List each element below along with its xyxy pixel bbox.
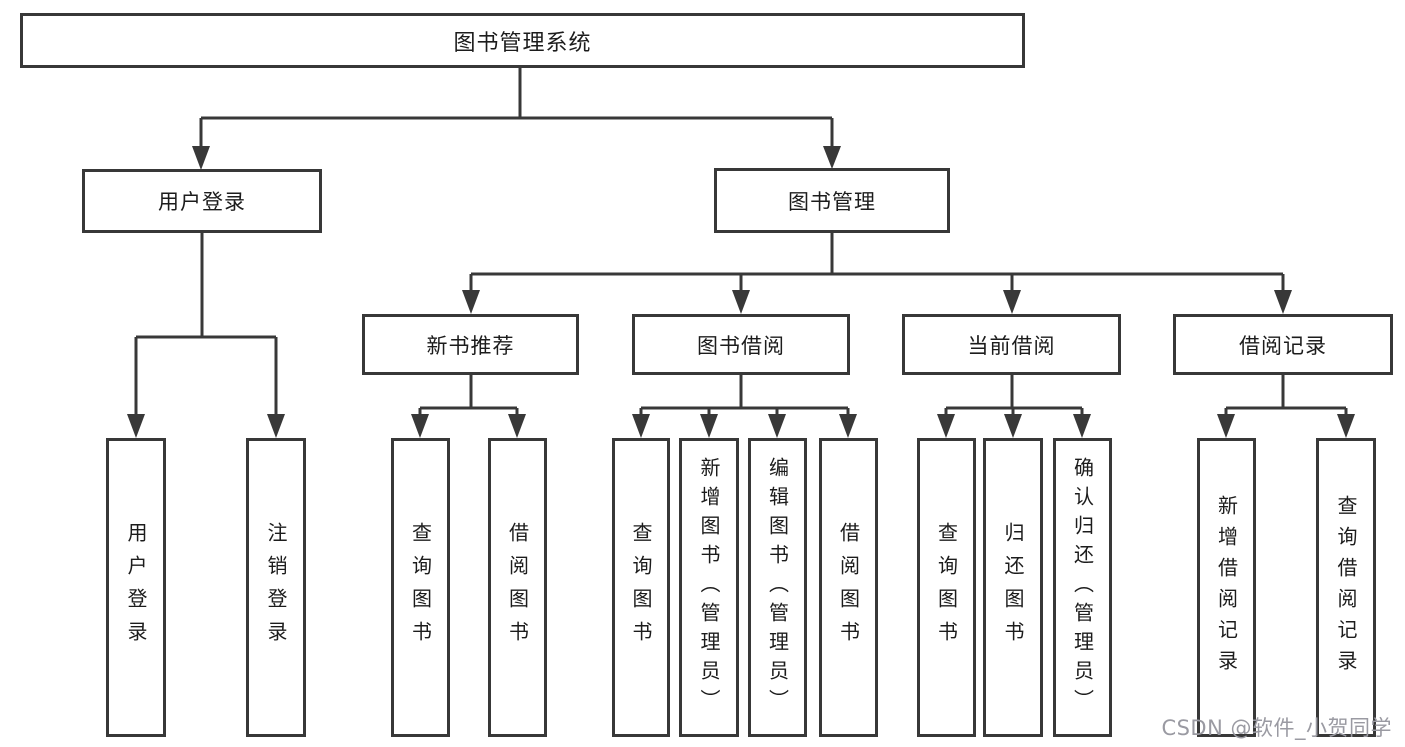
node-new-books: 新书推荐: [362, 314, 579, 375]
leaf-bw-query: 查询图书: [612, 438, 670, 737]
connector-borrow-split: [639, 375, 850, 420]
leaf-logout-label: 注销登录: [264, 521, 288, 654]
arrow-to-cu-return: [1004, 414, 1022, 438]
leaf-cu-confirm-label: 确认归还（管理员）: [1070, 457, 1095, 718]
connector-records-split: [1224, 375, 1348, 420]
leaf-cu-query-label: 查询图书: [934, 521, 959, 654]
node-borrow-label: 图书借阅: [697, 333, 785, 358]
node-records-label: 借阅记录: [1239, 333, 1327, 358]
leaf-logout: 注销登录: [246, 438, 306, 737]
connector-current-split: [944, 375, 1084, 420]
arrowheads: [127, 146, 1355, 438]
arrow-to-rc-query: [1337, 414, 1355, 438]
node-book-mgmt: 图书管理: [714, 168, 950, 233]
csdn-watermark: CSDN @软件_小贺同学: [1161, 716, 1392, 740]
leaf-nb-borrow-label: 借阅图书: [505, 521, 530, 654]
leaf-login: 用户登录: [106, 438, 166, 737]
leaf-bw-edit: 编辑图书（管理员）: [748, 438, 807, 737]
leaf-bw-add-label: 新增图书（管理员）: [697, 457, 721, 718]
arrow-to-records: [1274, 290, 1292, 314]
arrow-to-bw-add: [700, 414, 718, 438]
leaf-rc-query: 查询借阅记录: [1316, 438, 1376, 737]
arrow-to-rc-add: [1217, 414, 1235, 438]
connector-root-to-level2: [199, 68, 834, 152]
arrow-to-bw-query: [632, 414, 650, 438]
arrow-to-nb-borrow: [508, 414, 526, 438]
leaf-login-label: 用户登录: [124, 521, 148, 654]
arrow-to-bw-edit: [768, 414, 786, 438]
leaf-rc-add: 新增借阅记录: [1197, 438, 1256, 737]
leaf-rc-add-label: 新增借阅记录: [1214, 494, 1239, 681]
arrow-to-user-login: [192, 146, 210, 170]
leaf-nb-borrow: 借阅图书: [488, 438, 547, 737]
connector-bookmgmt-to-level3: [469, 233, 1285, 296]
node-root-label: 图书管理系统: [453, 30, 592, 56]
arrow-to-book-mgmt: [823, 146, 841, 169]
node-records: 借阅记录: [1173, 314, 1393, 375]
arrow-to-current: [1003, 290, 1021, 314]
node-user-login: 用户登录: [82, 169, 322, 233]
arrow-to-bw-borrow: [839, 414, 857, 438]
leaf-bw-add: 新增图书（管理员）: [679, 438, 739, 737]
node-user-login-label: 用户登录: [158, 190, 246, 214]
leaf-bw-edit-label: 编辑图书（管理员）: [765, 457, 790, 718]
arrow-to-new-books: [462, 290, 480, 314]
leaf-rc-query-label: 查询借阅记录: [1334, 494, 1358, 681]
leaf-cu-return: 归还图书: [983, 438, 1043, 737]
node-new-books-label: 新书推荐: [426, 333, 515, 358]
arrow-to-borrow: [732, 290, 750, 314]
arrow-to-leaf-logout: [267, 414, 285, 438]
node-borrow: 图书借阅: [632, 314, 850, 375]
leaf-bw-borrow: 借阅图书: [819, 438, 878, 737]
node-book-mgmt-label: 图书管理: [788, 189, 876, 214]
node-current-label: 当前借阅: [967, 333, 1056, 358]
arrow-to-cu-confirm: [1073, 414, 1091, 438]
leaf-bw-borrow-label: 借阅图书: [836, 521, 861, 654]
leaf-bw-query-label: 查询图书: [629, 521, 653, 654]
leaf-cu-confirm: 确认归还（管理员）: [1053, 438, 1112, 737]
node-current: 当前借阅: [902, 314, 1121, 375]
arrow-to-leaf-login: [127, 414, 145, 438]
leaf-nb-query-label: 查询图书: [408, 521, 433, 654]
connector-userlogin-split: [134, 233, 278, 420]
arrow-to-nb-query: [411, 414, 429, 438]
leaf-cu-query: 查询图书: [917, 438, 976, 737]
leaf-cu-return-label: 归还图书: [1001, 521, 1025, 654]
arrow-to-cu-query: [937, 414, 955, 438]
node-root: 图书管理系统: [20, 13, 1025, 68]
connector-newbooks-split: [418, 375, 519, 420]
leaf-nb-query: 查询图书: [391, 438, 450, 737]
